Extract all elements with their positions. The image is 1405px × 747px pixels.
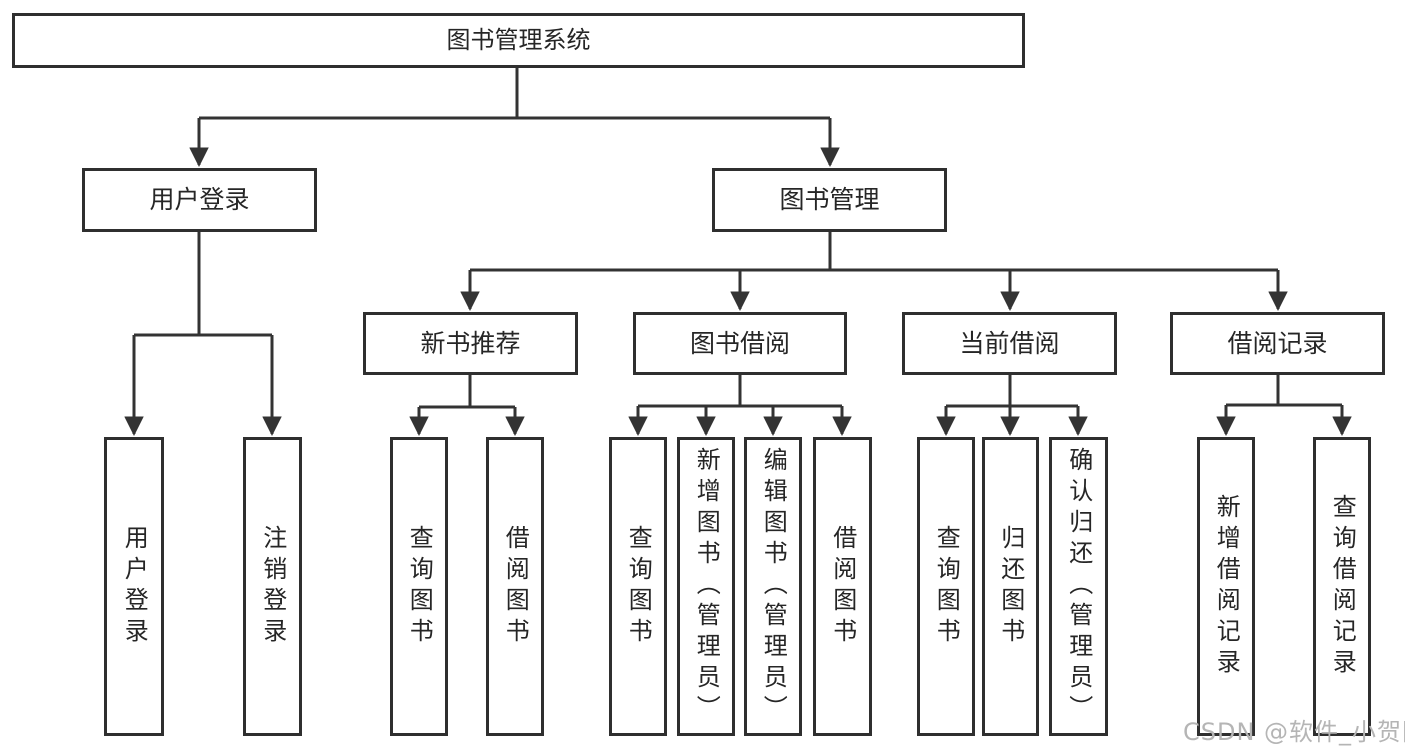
leaf-query-books-borrow: 查询图书: [609, 437, 667, 736]
node-new-book-recommend: 新书推荐: [363, 312, 578, 375]
node-book-borrow: 图书借阅: [633, 312, 847, 375]
leaf-add-borrow-record: 新增借阅记录: [1197, 437, 1255, 736]
node-user-login: 用户登录: [82, 168, 317, 232]
csdn-watermark: CSDN @软件_小贺同学: [1183, 718, 1405, 746]
leaf-query-borrow-record: 查询借阅记录: [1313, 437, 1371, 736]
leaf-borrow-books-recommend: 借阅图书: [486, 437, 544, 736]
trunk-current-borrow: [946, 375, 1078, 408]
trunk-user-login: [134, 232, 272, 337]
leaf-return-book: 归还图书: [982, 437, 1039, 736]
leaf-query-books-current: 查询图书: [917, 437, 975, 736]
leaf-edit-book-admin: 编辑图书（管理员）: [744, 437, 802, 736]
node-current-borrow: 当前借阅: [902, 312, 1117, 375]
trunk-new-book-recommend: [419, 375, 515, 409]
node-book-management: 图书管理: [712, 168, 947, 232]
leaf-confirm-return-admin: 确认归还（管理员）: [1049, 437, 1108, 736]
leaf-logout: 注销登录: [243, 437, 302, 736]
trunk-book-borrow: [638, 375, 842, 408]
node-borrow-records: 借阅记录: [1170, 312, 1385, 375]
trunk-borrow-records: [1226, 375, 1342, 407]
node-library-management-system: 图书管理系统: [12, 13, 1025, 68]
leaf-add-book-admin: 新增图书（管理员）: [677, 437, 735, 736]
leaf-query-books-recommend: 查询图书: [390, 437, 448, 736]
leaf-user-login: 用户登录: [104, 437, 164, 736]
leaf-borrow-books: 借阅图书: [813, 437, 872, 736]
trunk-book-management: [470, 232, 1278, 272]
trunk-root: [199, 68, 830, 120]
